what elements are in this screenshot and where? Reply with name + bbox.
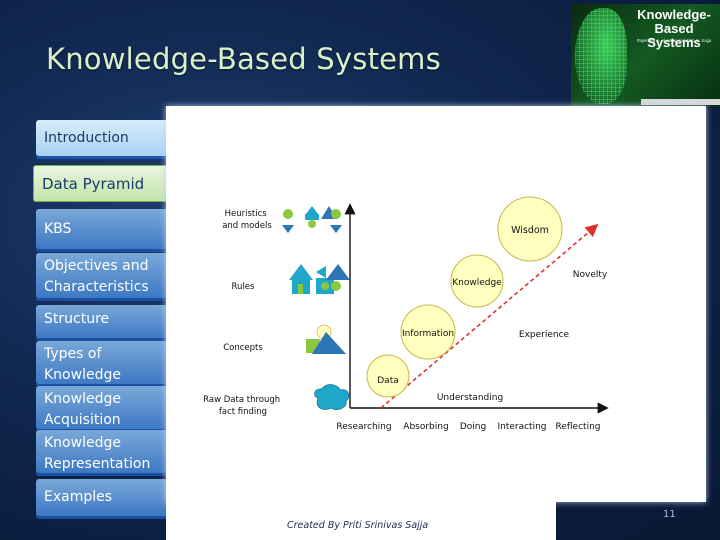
- nav-introduction-label: Introduction: [44, 130, 129, 146]
- nav-knowledge-acquisition-label: Knowledge Acquisition: [44, 391, 121, 428]
- wisdom-label: Wisdom: [511, 225, 549, 236]
- nav-knowledge-acquisition[interactable]: Knowledge Acquisition: [36, 386, 166, 429]
- circuit-face-graphic: [575, 8, 627, 104]
- knowledge-label: Knowledge: [452, 278, 502, 288]
- absorbing-label: Absorbing: [403, 422, 448, 432]
- understanding-label: Understanding: [437, 393, 503, 403]
- nav-types-of-knowledge[interactable]: Types of Knowledge: [36, 341, 166, 384]
- interacting-label: Interacting: [497, 422, 546, 432]
- data-pyramid-diagram: Wisdom Knowledge Information Data Unders…: [203, 196, 609, 432]
- nav-objectives-label: Objectives and Characteristics: [44, 258, 149, 295]
- author-credit: Created By Priti Srinivas Sajja: [287, 520, 429, 531]
- information-circle: [400, 304, 456, 360]
- information-label: Information: [402, 329, 454, 339]
- nav-types-of-knowledge-label: Types of Knowledge: [44, 346, 121, 383]
- nav-data-pyramid-label: Data Pyramid: [42, 175, 145, 193]
- rules-shapes: [289, 264, 350, 294]
- nav-kbs-label: KBS: [44, 221, 72, 237]
- slide-title: Knowledge-Based Systems: [46, 42, 441, 76]
- heuristics-label: Heuristics and models: [222, 209, 272, 231]
- nav-structure[interactable]: Structure: [36, 305, 166, 338]
- nav-objectives[interactable]: Objectives and Characteristics: [36, 253, 166, 298]
- nav-introduction[interactable]: Introduction: [36, 120, 166, 156]
- doing-label: Doing: [460, 422, 486, 432]
- wisdom-circle: [497, 196, 563, 262]
- raw-data-label: Raw Data through fact finding: [203, 395, 283, 417]
- experience-label: Experience: [519, 330, 570, 340]
- nav-knowledge-representation[interactable]: Knowledge Representation: [36, 430, 166, 473]
- book-cover-title: Knowledge-Based Systems: [637, 7, 711, 50]
- book-cover-strip: [641, 99, 720, 105]
- book-cover-authors: Rajendra A. Akerkar and Priti S. Sajja: [636, 38, 712, 43]
- rules-label: Rules: [232, 282, 256, 292]
- growth-arrow: [380, 223, 599, 409]
- data-label: Data: [377, 376, 399, 386]
- nav-examples[interactable]: Examples: [36, 479, 166, 516]
- concepts-shapes: [306, 324, 346, 354]
- heuristics-shapes: [282, 206, 342, 233]
- reflecting-label: Reflecting: [556, 422, 601, 432]
- raw-data-blob: [314, 384, 350, 410]
- page-number: 11: [663, 509, 676, 520]
- nav-examples-label: Examples: [44, 489, 113, 505]
- knowledge-circle: [450, 254, 504, 308]
- data-circle: [366, 354, 410, 398]
- nav-structure-label: Structure: [44, 311, 110, 327]
- nav-knowledge-representation-label: Knowledge Representation: [44, 435, 151, 472]
- nav-kbs[interactable]: KBS: [36, 209, 166, 249]
- nav-data-pyramid[interactable]: Data Pyramid: [33, 165, 173, 202]
- concepts-label: Concepts: [223, 343, 263, 353]
- footer: Created By Priti Srinivas Sajja: [166, 502, 556, 540]
- book-cover-image: Knowledge-Based Systems Rajendra A. Aker…: [571, 4, 720, 107]
- researching-label: Researching: [336, 422, 391, 432]
- content-panel: Wisdom Knowledge Information Data Unders…: [166, 106, 706, 502]
- novelty-label: Novelty: [573, 270, 608, 280]
